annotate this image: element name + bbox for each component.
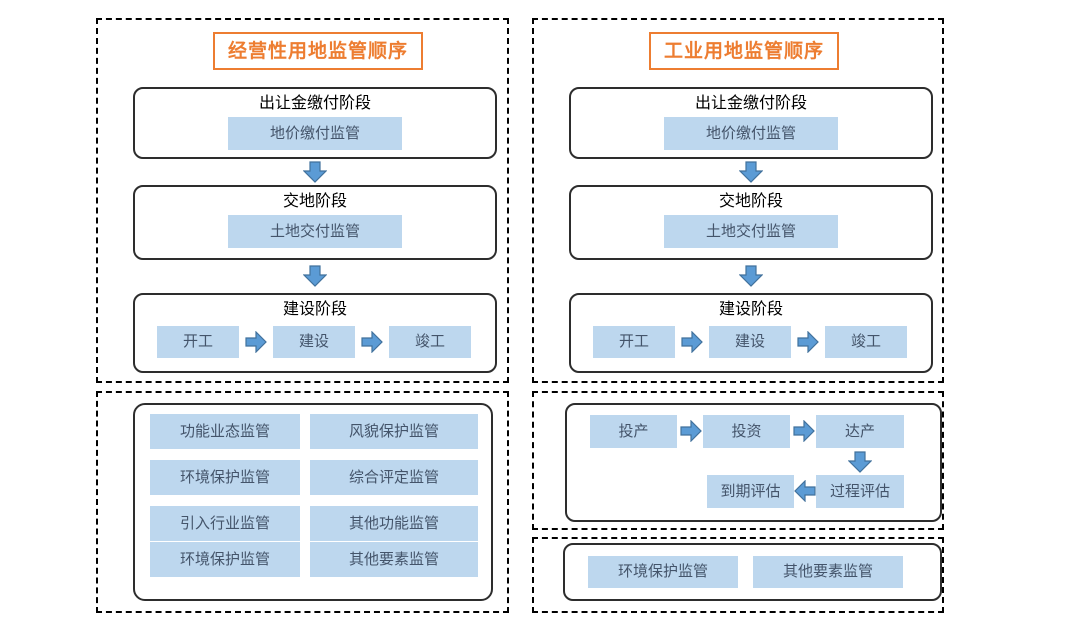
- stage-title: 交地阶段: [282, 193, 347, 210]
- supervision-tag: 土地交付监管: [228, 215, 402, 248]
- left-arrow-icon: [794, 480, 816, 502]
- stage-box-construction-right: 建设阶段 开工 建设 竣工: [569, 293, 933, 373]
- step-box: 开工: [593, 326, 675, 358]
- stage-title: 出让金缴付阶段: [694, 95, 807, 112]
- stage-box-land-delivery-left: 交地阶段 土地交付监管: [133, 185, 497, 260]
- down-arrow-icon: [739, 265, 763, 287]
- step-box: 开工: [157, 326, 239, 358]
- industrial-header: 工业用地监管顺序: [649, 32, 840, 70]
- panel-industrial-supervision: 环境保护监管 其他要素监管: [532, 537, 944, 613]
- stage-title: 交地阶段: [718, 193, 783, 210]
- step-box: 投资: [703, 415, 790, 448]
- supervision-tag: 风貌保护监管: [310, 414, 478, 449]
- stage-box-construction-left: 建设阶段 开工 建设 竣工: [133, 293, 497, 373]
- commercial-header: 经营性用地监管顺序: [213, 32, 424, 70]
- right-arrow-icon: [793, 420, 815, 442]
- supervision-tag: 环境保护监管: [150, 460, 300, 495]
- step-box: 竣工: [389, 326, 471, 358]
- supervision-row-box: 环境保护监管 其他要素监管: [563, 543, 942, 601]
- supervision-tag: 其他要素监管: [753, 556, 903, 588]
- down-arrow-icon: [739, 161, 763, 183]
- down-arrow-icon: [303, 265, 327, 287]
- supervision-tag: 其他功能监管: [310, 506, 478, 541]
- supervision-tag: 环境保护监管: [588, 556, 738, 588]
- supervision-grid-box: 功能业态监管 风貌保护监管 环境保护监管 综合评定监管 引入行业监管 其他功能监…: [133, 403, 493, 601]
- stage-box-payment-right: 出让金缴付阶段 地价缴付监管: [569, 87, 933, 159]
- panel-industrial-sequence: 工业用地监管顺序 出让金缴付阶段 地价缴付监管 交地阶段 土地交付监管 建设阶段…: [532, 18, 944, 383]
- step-box: 达产: [816, 415, 904, 448]
- stage-title: 出让金缴付阶段: [258, 95, 371, 112]
- stage-box-payment-left: 出让金缴付阶段 地价缴付监管: [133, 87, 497, 159]
- supervision-tag: 土地交付监管: [664, 215, 838, 248]
- right-arrow-icon: [797, 331, 819, 353]
- supervision-tag: 功能业态监管: [150, 414, 300, 449]
- supervision-tag: 其他要素监管: [310, 542, 478, 577]
- supervision-tag: 地价缴付监管: [664, 117, 838, 150]
- step-box: 建设: [709, 326, 791, 358]
- evaluation-flow-box: 投产 投资 达产 到期评估 过程评估: [565, 403, 942, 522]
- panel-commercial-sequence: 经营性用地监管顺序 出让金缴付阶段 地价缴付监管 交地阶段 土地交付监管 建设阶…: [96, 18, 509, 383]
- step-box: 过程评估: [816, 475, 904, 508]
- right-arrow-icon: [361, 331, 383, 353]
- supervision-tag: 地价缴付监管: [228, 117, 402, 150]
- supervision-tag: 综合评定监管: [310, 460, 478, 495]
- stage-box-land-delivery-right: 交地阶段 土地交付监管: [569, 185, 933, 260]
- panel-commercial-supervision: 功能业态监管 风貌保护监管 环境保护监管 综合评定监管 引入行业监管 其他功能监…: [96, 391, 509, 613]
- right-arrow-icon: [681, 331, 703, 353]
- step-box: 到期评估: [707, 475, 794, 508]
- step-box: 投产: [590, 415, 677, 448]
- stage-title: 建设阶段: [718, 301, 783, 318]
- supervision-tag: 环境保护监管: [150, 542, 300, 577]
- panel-industrial-flow: 投产 投资 达产 到期评估 过程评估: [532, 391, 944, 530]
- right-arrow-icon: [245, 331, 267, 353]
- stage-title: 建设阶段: [282, 301, 347, 318]
- down-arrow-icon: [303, 161, 327, 183]
- right-arrow-icon: [680, 420, 702, 442]
- step-box: 建设: [273, 326, 355, 358]
- step-box: 竣工: [825, 326, 907, 358]
- supervision-tag: 引入行业监管: [150, 506, 300, 541]
- down-arrow-icon: [848, 451, 872, 473]
